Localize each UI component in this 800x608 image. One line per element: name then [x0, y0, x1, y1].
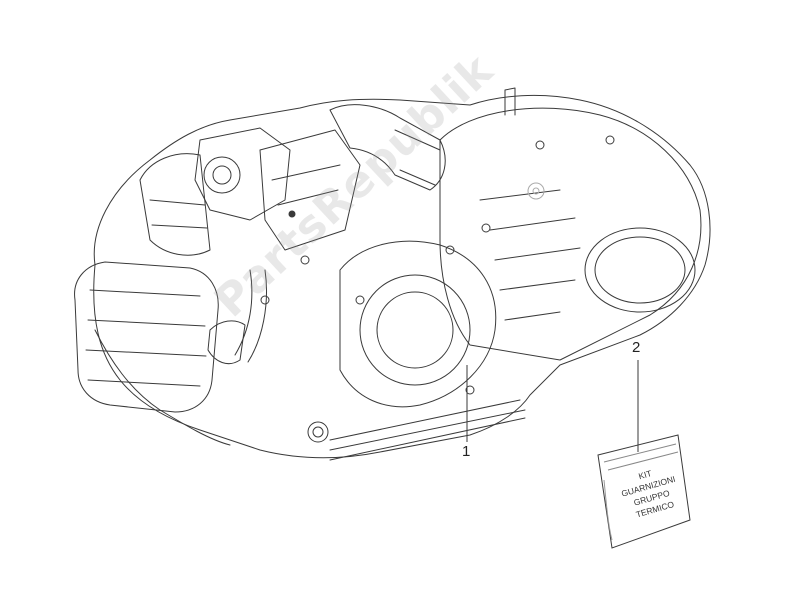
transmission-cover — [439, 107, 702, 361]
callout-1: 1 — [462, 443, 471, 460]
cylinder-head — [74, 261, 219, 413]
gear-icon — [527, 182, 545, 200]
variator-cover — [339, 240, 497, 408]
throttle-body — [194, 127, 291, 221]
control-unit — [259, 129, 361, 251]
clutch-cover — [584, 227, 696, 313]
callout-2: 2 — [632, 339, 641, 356]
gasket-kit-bag — [597, 434, 691, 549]
engine-outline — [93, 94, 711, 459]
intake-pipe — [329, 104, 446, 191]
